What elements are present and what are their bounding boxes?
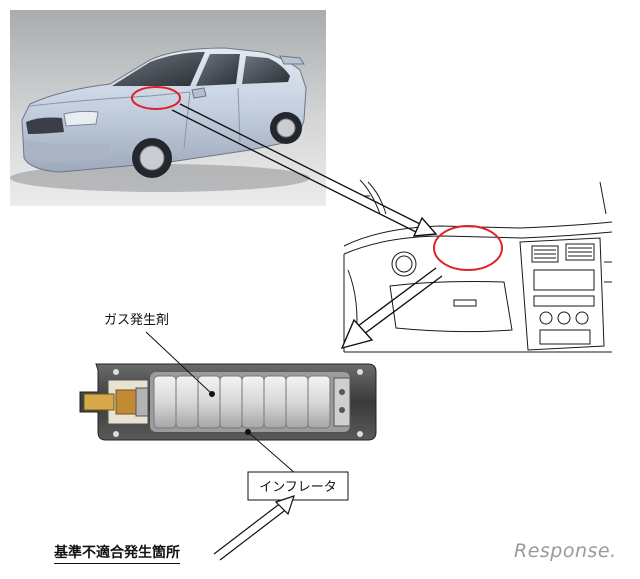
dashboard-highlight-circle (433, 225, 503, 271)
arrow-car-to-dashboard (171, 103, 438, 237)
nonconformity-caption: 基準不適合発生箇所 (54, 545, 180, 564)
car-highlight-circle (131, 86, 181, 110)
inflator-label: インフレータ (259, 480, 337, 495)
arrow-dashboard-to-inflator (340, 267, 443, 350)
arrow-caption-to-inflator (213, 495, 295, 561)
gas-generant-discs (153, 375, 331, 429)
leader-lines (145, 331, 297, 475)
gas-generant-label: ガス発生剤 (104, 312, 169, 328)
inflator-unit (79, 363, 377, 441)
response-watermark: Response. (514, 540, 617, 562)
car-photo (10, 10, 326, 206)
inflator-label-box (247, 471, 349, 501)
car-windshield (112, 52, 205, 86)
